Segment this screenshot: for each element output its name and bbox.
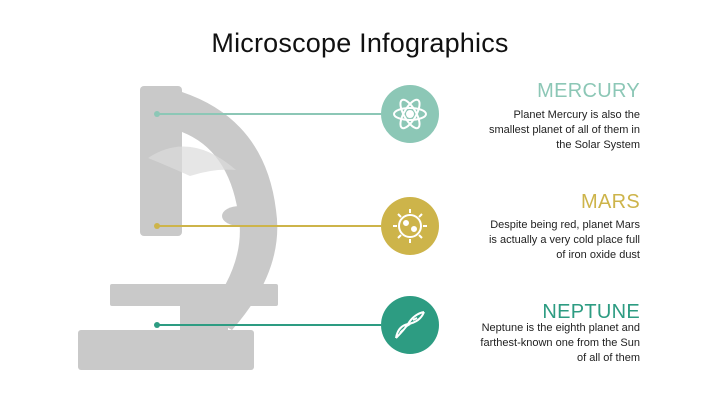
atom-icon (393, 98, 427, 130)
mars-heading: MARS (581, 191, 640, 213)
virus-icon (393, 209, 427, 243)
neptune-description: Neptune is the eighth planet and farthes… (480, 322, 640, 364)
mercury-heading: MERCURY (537, 80, 640, 102)
mars-circle (381, 197, 439, 255)
mars-description: Despite being red, planet Mars is actual… (488, 219, 640, 261)
mercury-circle (381, 85, 439, 143)
microscope-icon (78, 86, 278, 370)
mercury-description: Planet Mercury is also the smallest plan… (488, 109, 640, 151)
neptune-heading: NEPTUNE (542, 301, 640, 323)
dna-icon (395, 311, 425, 339)
neptune-circle (381, 296, 439, 354)
slide-title: Microscope Infographics (211, 28, 509, 58)
